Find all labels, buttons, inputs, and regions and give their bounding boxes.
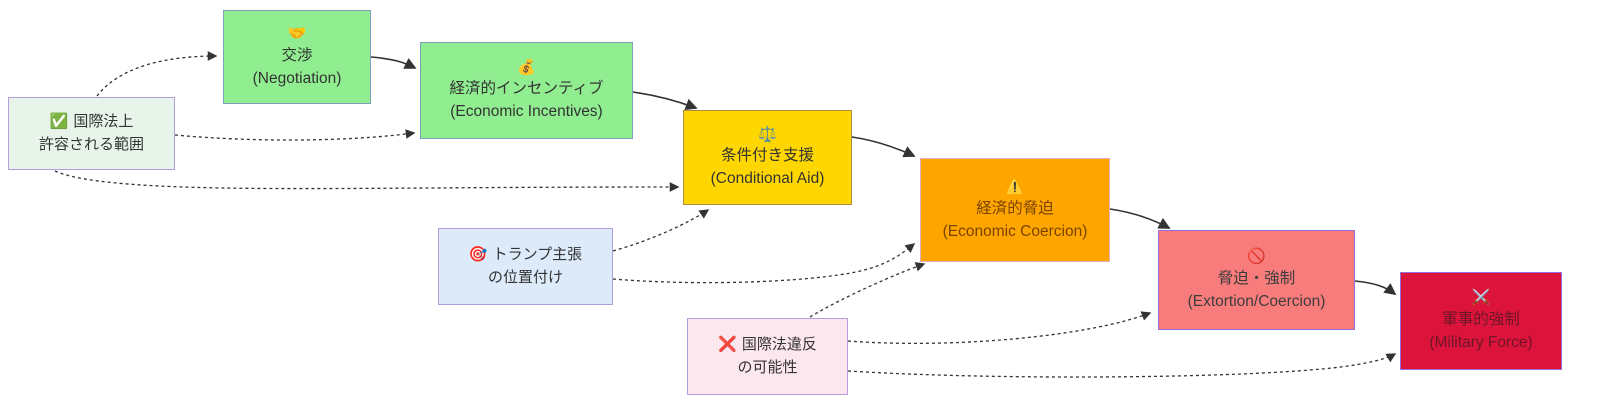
edge-scope-to-incentives	[174, 129, 416, 141]
incentives-label-jp: 経済的インセンティブ	[449, 80, 604, 97]
edge-coercion-to-extortion	[1109, 208, 1171, 229]
coercion-label-jp: 経済的脅迫	[976, 199, 1054, 217]
extortion-label-en: (Extortion/Coercion)	[1187, 292, 1326, 310]
handshake-icon: 🤝	[287, 25, 307, 42]
trump-position-line2: の位置付け	[487, 268, 563, 286]
edge-extortion-to-force	[1354, 280, 1397, 296]
node-economic-coercion: ⚠️ 経済的脅迫 (Economic Coercion)	[920, 158, 1110, 262]
edge-violation-to-extortion	[847, 311, 1152, 344]
node-legal-scope: ✅国際法上 許容される範囲	[8, 97, 175, 170]
node-extortion-coercion: 🚫 脅迫・強制 (Extortion/Coercion)	[1158, 230, 1355, 330]
violation-line1: ❌国際法違反	[718, 336, 817, 353]
crossed-swords-icon: ⚔️	[1471, 289, 1491, 306]
check-mark-icon: ✅	[49, 113, 69, 130]
edge-violation-to-coercion	[809, 262, 926, 318]
aid-label-jp: 条件付き支援	[720, 147, 814, 164]
node-negotiation: 🤝 交渉 (Negotiation)	[223, 10, 371, 104]
edge-violation-to-force	[847, 353, 1397, 378]
target-icon: 🎯	[468, 246, 488, 263]
force-label-en: (Military Force)	[1429, 333, 1533, 351]
force-label-jp: 軍事的強制	[1442, 310, 1520, 328]
negotiation-label-en: (Negotiation)	[252, 69, 342, 87]
node-economic-incentives: 💰 経済的インセンティブ (Economic Incentives)	[420, 42, 633, 139]
edge-scope-to-aid	[54, 170, 680, 192]
trump-position-line1: 🎯トランプ主張	[468, 246, 583, 263]
extortion-label-jp: 脅迫・強制	[1217, 269, 1296, 287]
edge-scope-to-negotiation	[96, 51, 218, 97]
edge-trump-to-aid	[612, 209, 710, 252]
node-trump-position: 🎯トランプ主張 の位置付け	[438, 228, 613, 305]
warning-icon: ⚠️	[1005, 178, 1025, 195]
edge-incentives-to-aid	[632, 91, 698, 111]
aid-label-en: (Conditional Aid)	[710, 170, 825, 188]
cross-mark-icon: ❌	[718, 336, 737, 353]
node-conditional-aid: ⚖️ 条件付き支援 (Conditional Aid)	[683, 110, 852, 205]
negotiation-label-jp: 交渉	[281, 46, 313, 64]
legal-scope-line2: 許容される範囲	[38, 135, 144, 153]
money-bag-icon: 💰	[517, 58, 536, 76]
violation-line2: の可能性	[737, 358, 798, 376]
legal-scope-line1: ✅国際法上	[49, 113, 134, 130]
node-military-force: ⚔️ 軍事的強制 (Military Force)	[1400, 272, 1562, 370]
edge-negotiation-to-incentives	[370, 56, 417, 69]
coercion-label-en: (Economic Coercion)	[942, 222, 1088, 240]
edge-aid-to-coercion	[851, 136, 916, 158]
node-violation-possibility: ❌国際法違反 の可能性	[687, 318, 848, 395]
balance-scale-icon: ⚖️	[758, 125, 777, 143]
incentives-label-en: (Economic Incentives)	[450, 103, 603, 121]
prohibited-icon: 🚫	[1247, 248, 1266, 265]
edge-trump-to-coercion	[612, 243, 916, 284]
